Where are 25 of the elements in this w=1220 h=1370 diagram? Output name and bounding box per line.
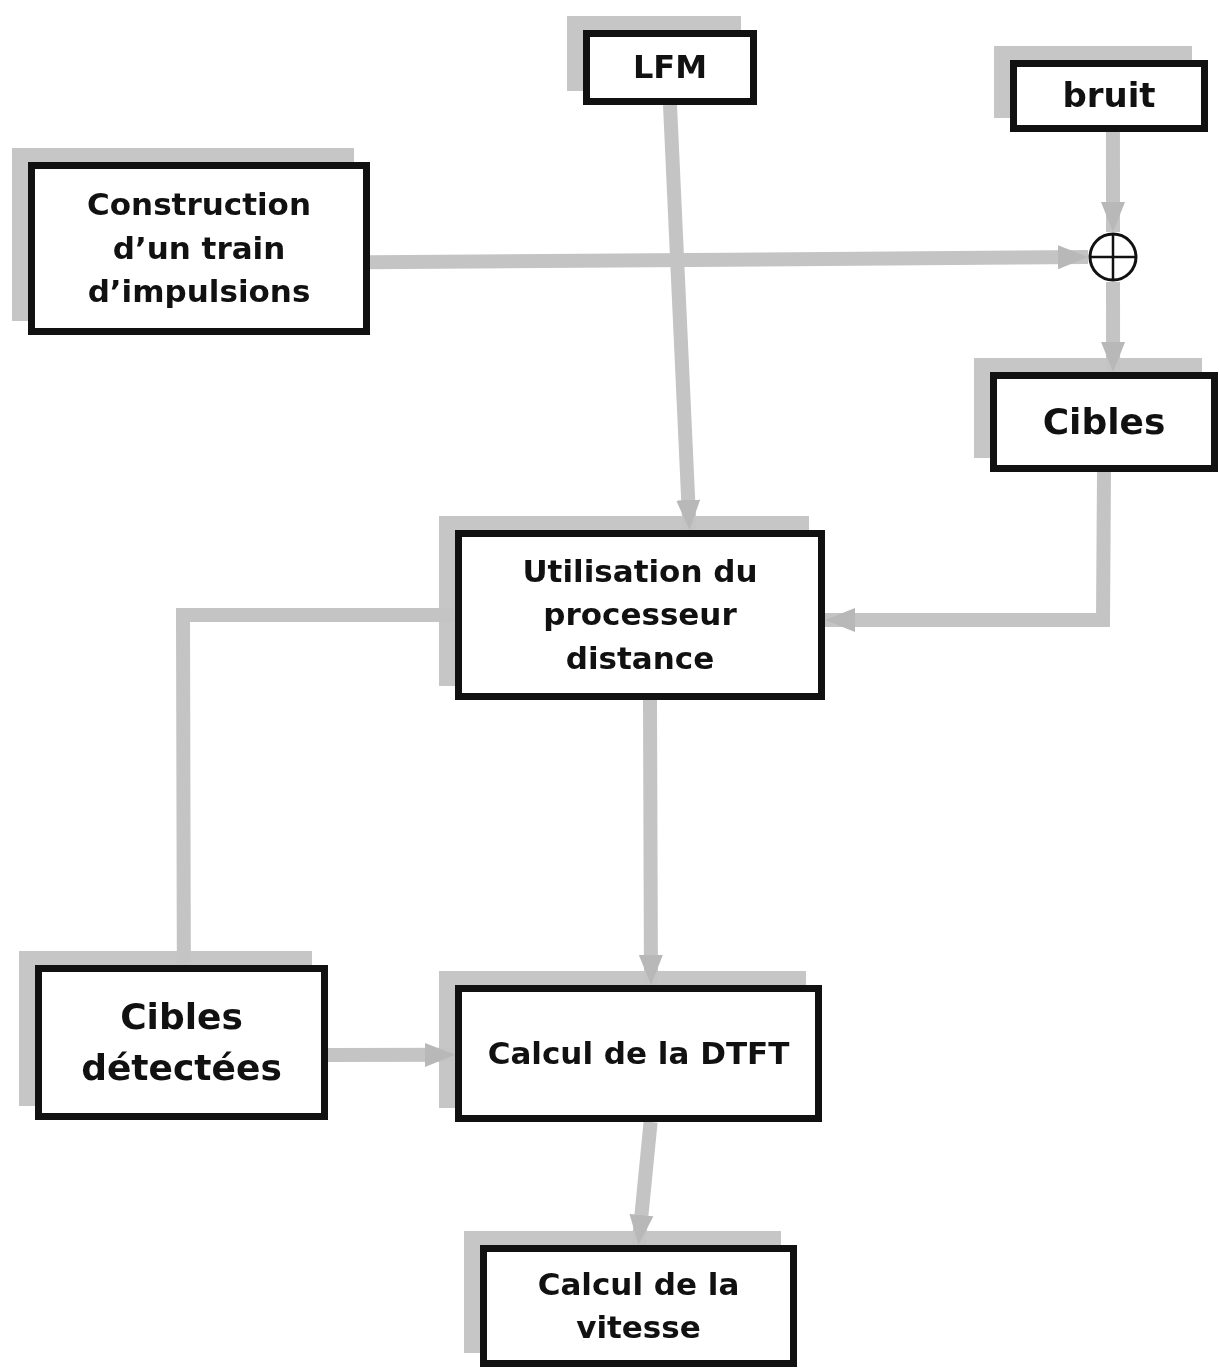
process-box [455, 985, 822, 1122]
arrow [629, 1121, 658, 1246]
process-box [990, 372, 1218, 472]
box-label: bruit [1061, 74, 1157, 118]
box-label: Utilisation du processeur distance [521, 551, 759, 678]
box-label: Calcul de la DTFT [486, 1033, 791, 1073]
process-box [480, 1245, 797, 1367]
process-box [35, 965, 328, 1120]
arrow [1101, 282, 1126, 372]
box-label: Construction d’un train d’impulsions [86, 185, 312, 312]
arrow [638, 699, 663, 986]
process-box [1010, 60, 1208, 132]
box-label: LFM [631, 47, 709, 89]
box-label: Cibles [1041, 399, 1167, 444]
arrow [1101, 132, 1125, 232]
box-label: Calcul de la vitesse [536, 1264, 741, 1347]
box-label: Cibles détectées [80, 995, 283, 1090]
arrow [369, 245, 1089, 270]
arrow [825, 471, 1111, 633]
summing-junction [1088, 232, 1138, 282]
process-box [455, 530, 825, 700]
arrow [663, 104, 701, 531]
process-box [28, 162, 370, 335]
arrow [328, 1042, 455, 1067]
process-box [583, 30, 757, 105]
